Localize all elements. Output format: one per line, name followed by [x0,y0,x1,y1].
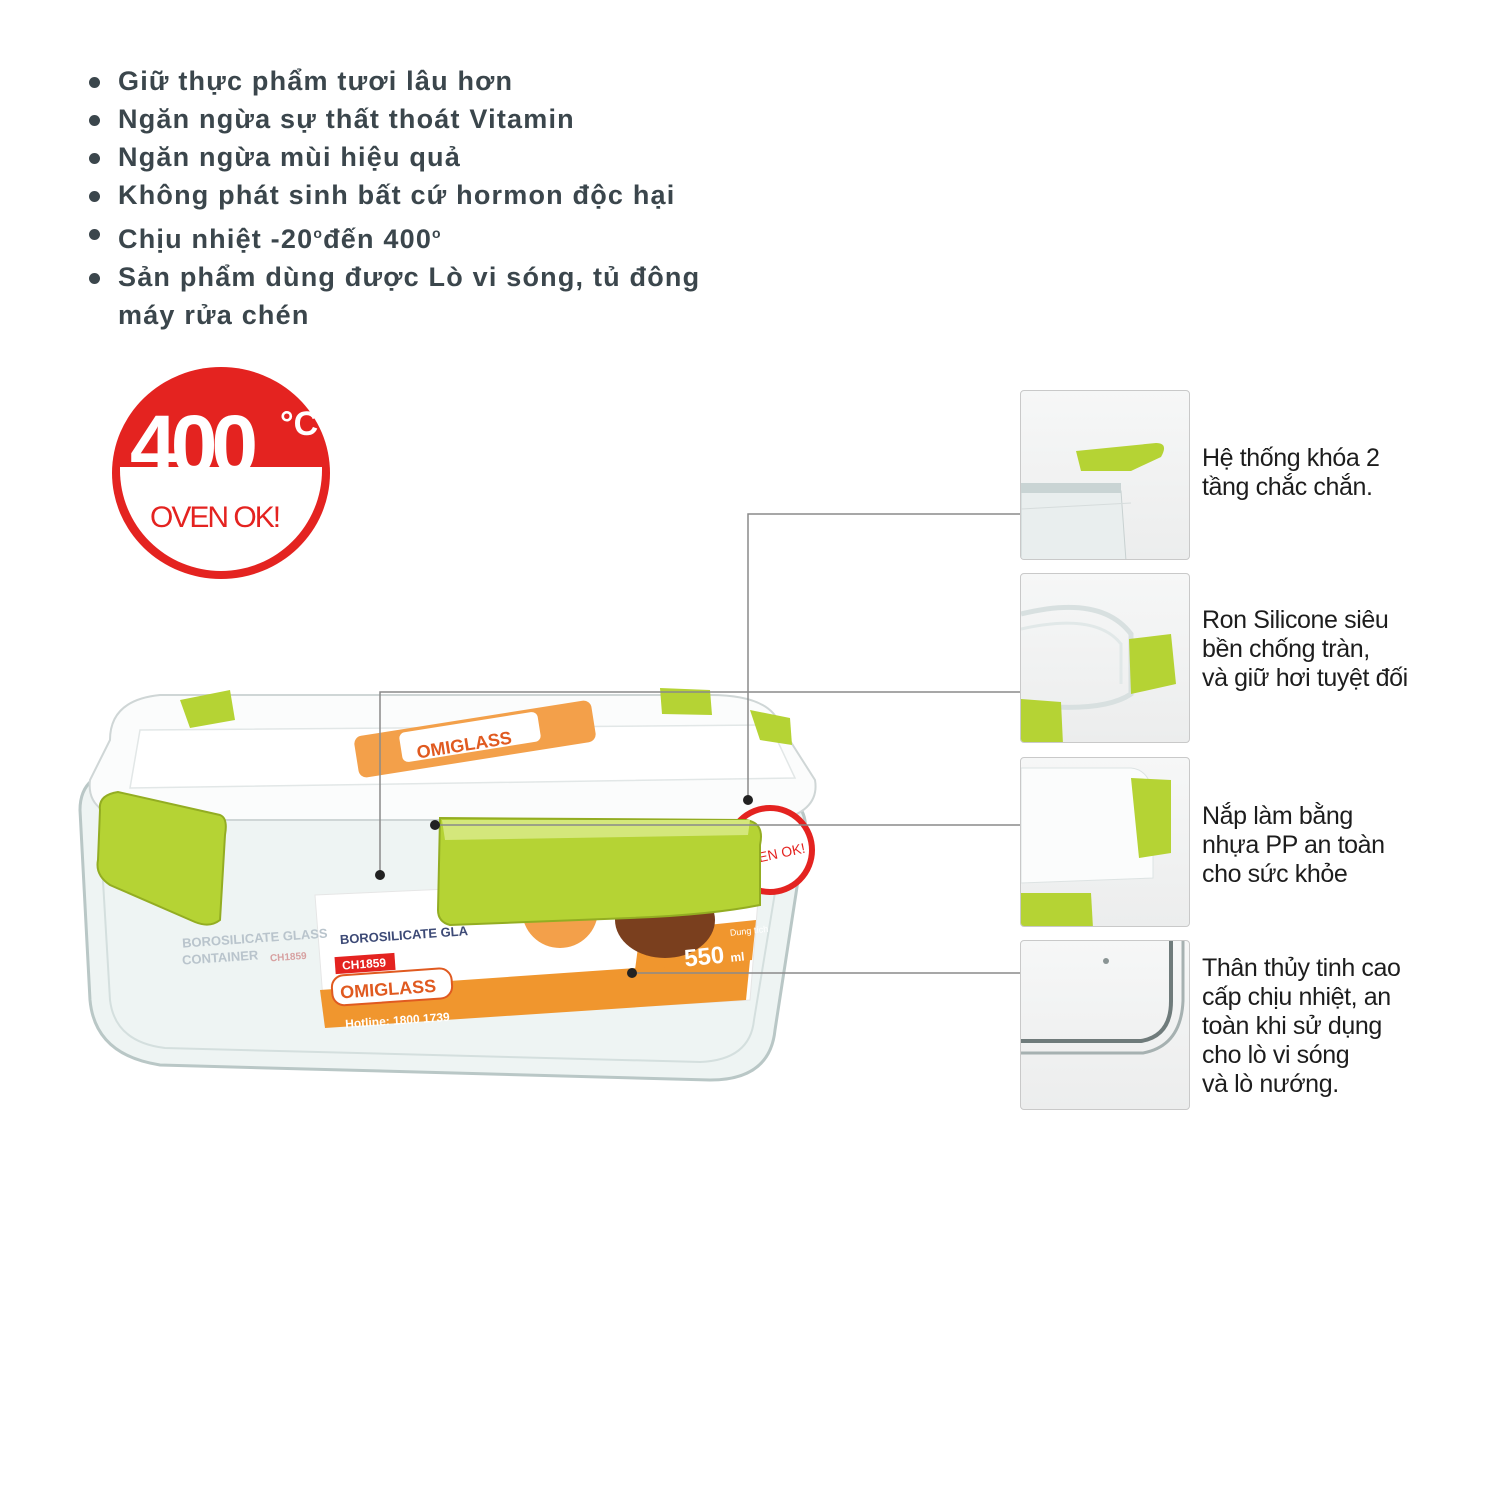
back-code-text: CH1859 [270,951,308,965]
feature-item: Ngăn ngừa sự thất thoát Vitamin [88,100,808,138]
caption-lock: Hệ thống khóa 2 tầng chắc chắn. [1202,444,1380,501]
feature-item: Giữ thực phẩm tươi lâu hơn [88,62,808,100]
caption-lid: Nắp làm bằng nhựa PP an toàn cho sức khỏ… [1202,802,1385,888]
lid-detail-image [1021,767,1171,926]
bullet-dot [89,153,100,164]
detail-thumb-lid [1020,757,1190,927]
detail-thumb-silicone [1020,573,1190,743]
feature-item: Không phát sinh bất cứ hormon độc hại [88,176,808,214]
feature-item-heat: Chịu nhiệt -20ođến 400o [88,214,808,258]
bullet-dot [89,229,100,240]
bullet-dot [89,77,100,88]
lock-detail-image [1021,443,1165,559]
feature-item: Ngăn ngừa mùi hiệu quả [88,138,808,176]
latch-front-left [96,790,227,926]
latch-right-side [750,710,792,745]
badge-oven-text: OVEN OK! [150,501,281,534]
latch-front-right [436,816,762,927]
oven-ok-badge: 400 °C OVEN OK! [112,367,330,579]
glass-container-image: OMIGLASS OVEN OK! BOROSILICATE GLA CH185… [78,688,817,1082]
bullet-dot [89,273,100,284]
bullet-dot [89,115,100,126]
front-code-text: CH1859 [342,956,387,973]
latch-back-right [660,688,712,715]
back-container-text: CONTAINER [182,947,260,967]
detail-thumb-lock [1020,390,1190,560]
front-capacity-label: Dung tích [729,924,768,938]
badge-temperature: 400 [130,398,258,492]
glass-detail-image [1021,941,1185,1055]
caption-glass: Thân thủy tinh cao cấp chịu nhiệt, an to… [1202,954,1401,1098]
caption-silicone: Ron Silicone siêu bền chống tràn, và giữ… [1202,606,1408,692]
bullet-dot [89,191,100,202]
feature-list: Giữ thực phẩm tươi lâu hơn Ngăn ngừa sự … [88,62,808,334]
front-capacity-unit: ml [730,949,745,964]
callout-line-silicone [379,691,1020,875]
badge-unit: °C [280,405,319,443]
silicone-detail-image [1021,604,1176,742]
latch-back-left [180,690,235,728]
callout-line-lock [747,513,1020,800]
front-capacity-text: 550 [683,942,726,973]
detail-thumb-glass [1020,940,1190,1110]
